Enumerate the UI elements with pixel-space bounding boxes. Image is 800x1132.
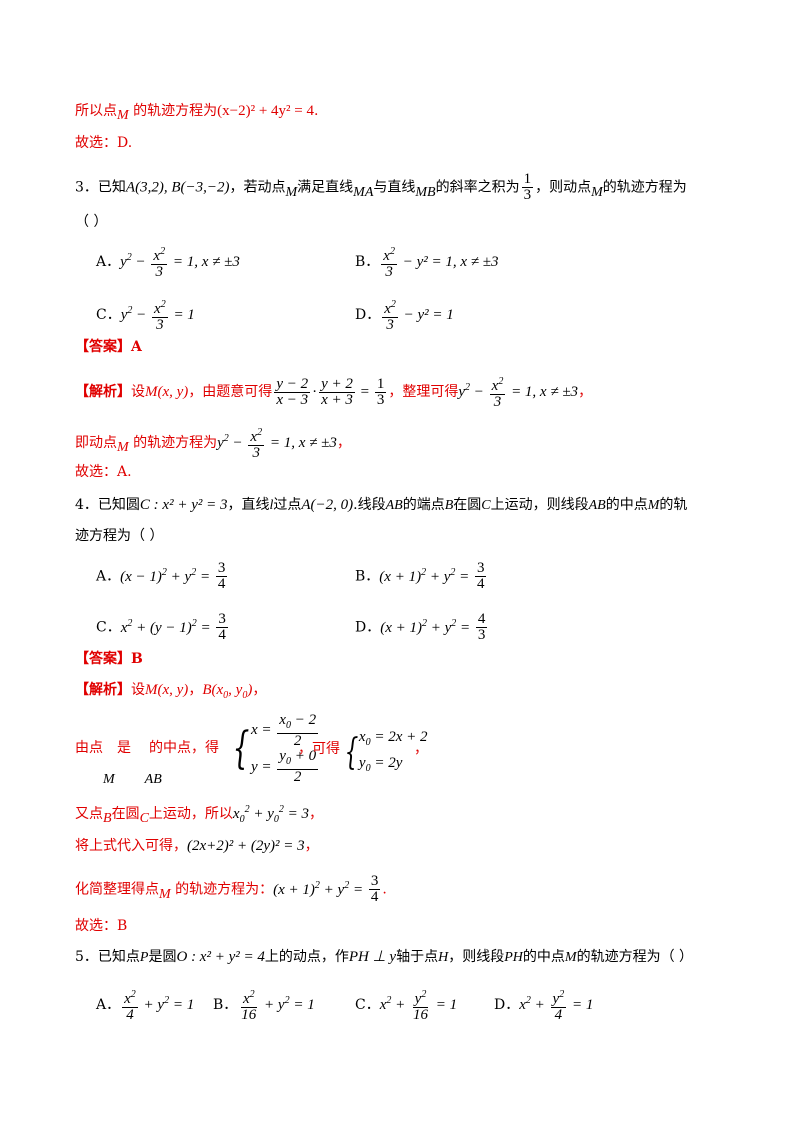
q4-analysis: 【解析】设M(x, y)，B(x0, y0)， [75,682,267,701]
q4-choice: 故选：B [75,918,128,934]
q4-comma: ， [414,741,428,757]
q4-system-2: { x0 = 2x + 2 y0 = 2y [344,729,428,774]
q4-stem-line2: 迹方程为（ ） [75,528,164,544]
q4-can-get: ，可得 [298,741,340,757]
q3-choice: 故选：A. [75,464,132,480]
q4-substitute: 将上式代入可得，(2x+2)² + (2y)² = 3， [75,838,319,854]
prev-conclusion: 所以点M 的轨迹方程为(x−2)² + 4y² = 4. [75,103,319,123]
q4-midpoint: 由点是的中点，得 [75,740,219,756]
prev-equation: (x−2)² + 4y² = 4 [217,103,314,119]
q4-on-circle: 又点B在圆C上运动，所以x02 + y02 = 3， [75,804,323,826]
prev-choice: 故选：D. [75,135,133,151]
q4-stem: 4．已知圆C : x² + y² = 3，直线l过点A(−2, 0).线段AB的… [75,497,688,513]
q5-stem: 5．已知点P是圆O : x² + y² = 4上的动点，作PH ⊥ y轴于点H，… [75,949,694,965]
q3-stem: 3．已知A(3,2), B(−3,−2)，若动点M满足直线MA与直线MB的斜率之… [75,171,687,203]
q3-paren: （ ） [75,214,108,230]
q3-answer: 【答案】A [75,339,142,355]
q4-answer: 【答案】B [75,651,143,667]
